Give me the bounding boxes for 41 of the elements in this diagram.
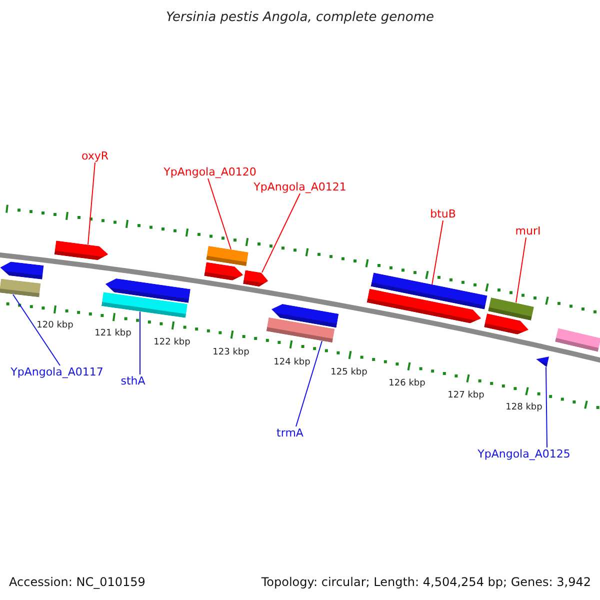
gene-label: YpAngola_A0125 <box>478 448 570 460</box>
leader-line <box>208 178 232 250</box>
accession-text: Accession: NC_010159 <box>9 575 146 589</box>
map-title: Yersinia pestis Angola, complete genome <box>165 10 435 25</box>
gene-label: oxyR <box>81 150 109 162</box>
tick-label: 122 kbp <box>154 338 190 348</box>
tick-label: 121 kbp <box>94 330 132 338</box>
gene-label: murI <box>515 226 541 236</box>
gene-label: YpAngola_A0117 <box>10 366 104 378</box>
gene-label: trmA <box>276 428 304 438</box>
tick-label: 125 kbp <box>330 368 368 378</box>
leader-line <box>546 366 548 448</box>
tick-label: 128 kbp <box>506 404 542 412</box>
leader-line <box>12 294 60 366</box>
gene-label: YpAngola_A0121 <box>254 182 346 192</box>
leader-line <box>432 220 444 286</box>
leader-line <box>88 162 96 246</box>
leader-line <box>516 237 526 304</box>
gene-feature <box>555 328 600 352</box>
leader-line <box>296 340 322 427</box>
gene-feature <box>206 246 248 266</box>
tick-label: 124 kbp <box>274 358 310 368</box>
gene-feature <box>101 292 187 318</box>
gene-feature <box>266 318 336 343</box>
genome-stats-text: Topology: circular; Length: 4,504,254 bp; Genes: 3,942 <box>261 575 591 589</box>
gene-feature <box>0 279 41 298</box>
gene-label: YpAngola_A0120 <box>164 166 256 178</box>
leader-line <box>262 193 300 273</box>
gene-feature <box>204 262 244 282</box>
tick-label: 123 kbp <box>212 348 250 358</box>
tick-label: 127 kbp <box>448 392 484 400</box>
gene-feature <box>488 297 534 320</box>
tick-label: 126 kbp <box>388 380 426 388</box>
gene-label: sthA <box>120 376 146 386</box>
tick-label: 120 kbp <box>36 322 74 330</box>
gene-feature <box>0 260 44 280</box>
gene-feature <box>242 270 270 288</box>
gene-marker <box>534 354 550 368</box>
gene-feature <box>370 272 488 310</box>
gene-feature <box>54 240 109 262</box>
gene-label: btuB <box>430 208 456 220</box>
